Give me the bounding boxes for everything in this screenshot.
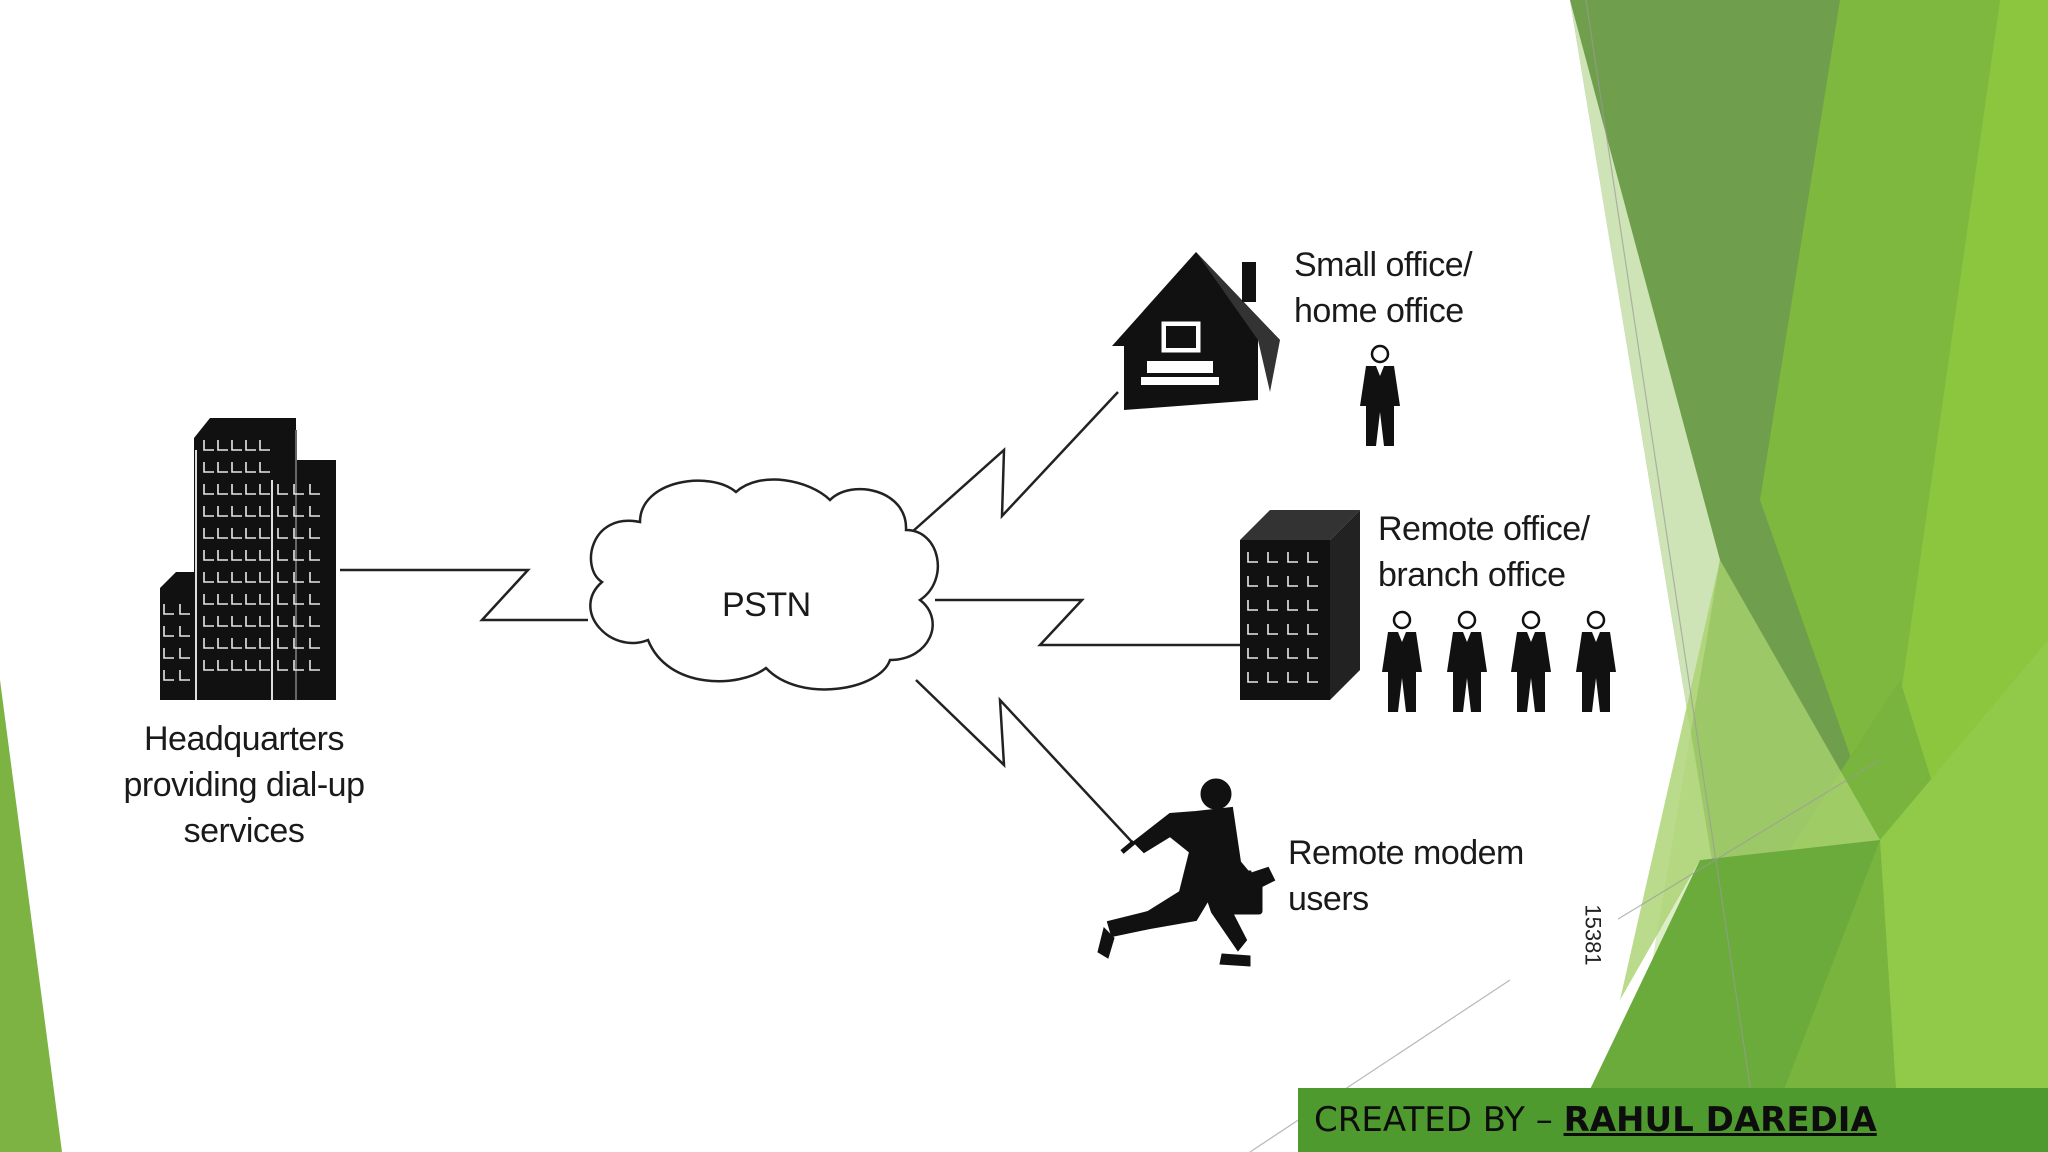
network-links <box>340 391 1240 843</box>
modem-users-label: Remote modem users <box>1288 830 1524 922</box>
person-icon <box>1457 610 1477 630</box>
footer-author: RAHUL DAREDIA <box>1563 1100 1877 1140</box>
modem-users-label-line-1: Remote modem <box>1288 834 1524 872</box>
person-icon <box>1586 610 1606 630</box>
decorative-facets-right <box>1560 0 2048 1152</box>
soho-label-line-2: home office <box>1294 292 1464 330</box>
person-icon <box>1370 344 1390 364</box>
person-icon <box>1521 610 1541 630</box>
person-body <box>1511 632 1551 712</box>
branch-label: Remote office/ branch office <box>1378 506 1590 598</box>
link-hq-pstn <box>340 568 588 622</box>
figure-id-label: 15381 <box>1568 890 1618 980</box>
footer-credit-bar: CREATED BY – RAHUL DAREDIA <box>1298 1088 2048 1152</box>
small-office-house-icon <box>1112 252 1280 410</box>
soho-label: Small office/ home office <box>1294 242 1473 334</box>
branch-label-line-1: Remote office/ <box>1378 510 1590 548</box>
link-pstn-soho <box>911 391 1119 533</box>
footer-created-by: CREATED BY – <box>1314 1100 1564 1140</box>
soho-label-line-1: Small office/ <box>1294 246 1473 284</box>
figure-id-text: 15381 <box>1581 904 1606 966</box>
branch-office-building-icon <box>1240 510 1360 700</box>
branch-label-line-2: branch office <box>1378 556 1566 594</box>
headquarters-label-line-1: Headquarters <box>143 720 345 758</box>
person-collar <box>1592 632 1600 642</box>
headquarters-label-line-3: services <box>183 812 305 850</box>
modem-users-label-line-2: users <box>1288 880 1369 918</box>
person-collar <box>1463 632 1471 642</box>
headquarters-label-line-2: providing dial-up <box>123 766 366 804</box>
pstn-cloud <box>589 478 940 691</box>
decorative-lines <box>1249 0 1881 1152</box>
person-body <box>1447 632 1487 712</box>
person-body <box>1576 632 1616 712</box>
link-pstn-branch <box>935 598 1240 647</box>
pstn-label: PSTN <box>722 586 811 624</box>
person-collar <box>1527 632 1535 642</box>
person-collar <box>1376 366 1384 376</box>
person-body <box>1360 366 1400 446</box>
running-person-icon <box>1097 778 1276 967</box>
headquarters-icon <box>160 418 336 700</box>
person-icon <box>1392 610 1412 630</box>
link-pstn-modem <box>915 679 1133 843</box>
headquarters-label: Headquarters providing dial-up services <box>108 716 380 854</box>
people-group <box>1360 344 1616 712</box>
decorative-facet-left <box>0 680 62 1152</box>
person-collar <box>1398 632 1406 642</box>
person-body <box>1382 632 1422 712</box>
